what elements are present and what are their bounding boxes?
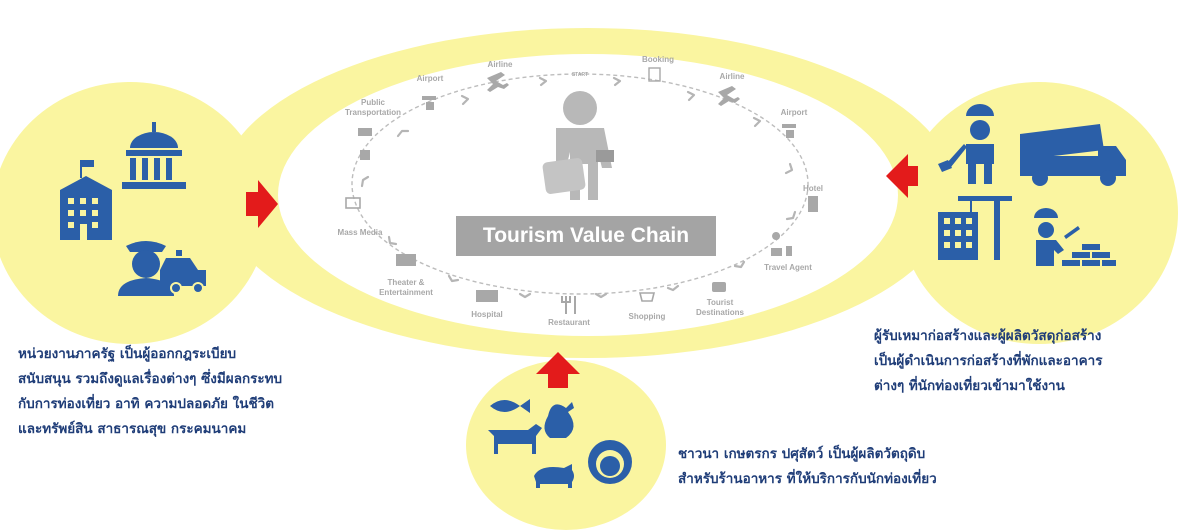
- chicken-icon: [544, 402, 574, 438]
- construction-worker-icon: [938, 104, 994, 184]
- stage-label-airline-top: Airline: [487, 60, 513, 69]
- stage-label-booking: Booking: [642, 55, 674, 64]
- government-caption: หน่วยงานภาครัฐ เป็นผู้ออกกฎระเบียบ สนับส…: [18, 346, 283, 437]
- hotel-icon: [808, 196, 818, 212]
- capitol-building-icon: [122, 122, 186, 189]
- agriculture-caption: ชาวนา เกษตรกร ปศุสัตว์ เป็นผู้ผลิตวัตถุด…: [678, 446, 937, 487]
- construction-icons: [938, 104, 1126, 266]
- start-label: START: [571, 72, 589, 78]
- loop-chevron: [360, 175, 370, 188]
- agriculture-icons: [488, 399, 632, 488]
- loop-chevron: [686, 90, 696, 102]
- stage-label-public-transport: Public Transportation: [344, 98, 401, 117]
- fish-icon: [490, 399, 530, 413]
- loop-chevron: [594, 292, 608, 299]
- stage-label-mass-media: Mass Media: [337, 228, 383, 237]
- loop-chevron: [396, 129, 410, 138]
- theater-icon: [396, 254, 416, 266]
- loop-chevron: [666, 284, 680, 292]
- loop-chevron: [733, 260, 746, 269]
- turkey-icon: [588, 440, 632, 484]
- police-officer-icon: [118, 241, 174, 296]
- stage-label-airline-right: Airline: [719, 72, 745, 81]
- diagram-title: Tourism Value Chain: [456, 216, 716, 256]
- airport-icon: [782, 124, 796, 138]
- stage-label-restaurant: Restaurant: [548, 318, 590, 327]
- plane-icon: [487, 72, 509, 92]
- stage-label-hotel: Hotel: [803, 184, 823, 193]
- agriculture-arrow: [536, 352, 580, 388]
- loop-chevron: [460, 94, 470, 106]
- tv-icon: [345, 197, 361, 209]
- taxi-bus-icon: [358, 128, 372, 160]
- loop-chevron: [784, 162, 794, 175]
- building-crane-icon: [938, 196, 1012, 260]
- government-icons: [60, 122, 206, 296]
- loop-chevron: [612, 76, 622, 87]
- hospital-icon: [476, 290, 498, 302]
- agriculture-blob: [466, 360, 666, 530]
- pig-icon: [534, 464, 574, 488]
- office-building-icon: [60, 160, 112, 240]
- shopping-cart-icon: [638, 292, 656, 302]
- value-chain-loop: [351, 73, 809, 295]
- construction-arrow: [886, 154, 918, 198]
- loop-chevron: [447, 274, 460, 283]
- travel-agent-icon: [771, 232, 792, 256]
- loop-chevron: [518, 292, 532, 299]
- stage-label-tourist-destinations: Tourist Destinations: [695, 298, 744, 317]
- loop-chevron: [785, 210, 797, 221]
- government-arrow: [246, 180, 278, 228]
- loop-chevron: [752, 116, 762, 128]
- loop-chevron: [387, 235, 398, 246]
- diagram-graphics: [60, 67, 1126, 488]
- stage-label-airport-left: Airport: [416, 74, 444, 83]
- stage-label-shopping: Shopping: [628, 312, 666, 321]
- construction-caption: ผู้รับเหมาก่อสร้างและผู้ผลิตวัสดุก่อสร้า…: [874, 328, 1103, 394]
- stage-label-airport-right: Airport: [780, 108, 808, 117]
- plane-icon: [718, 86, 740, 106]
- cutlery-icon: [561, 296, 576, 314]
- stage-label-theater: Theater & Entertainment: [379, 278, 433, 297]
- police-car-icon: [160, 250, 206, 294]
- airport-icon: [422, 96, 436, 110]
- loop-chevron: [538, 76, 548, 87]
- camera-icon: [712, 282, 726, 292]
- stage-label-hospital: Hospital: [471, 310, 503, 319]
- booking-icon: [648, 67, 661, 82]
- tourist-figure-icon: [542, 91, 614, 200]
- stage-label-travel-agent: Travel Agent: [764, 263, 812, 272]
- dump-truck-icon: [1020, 124, 1126, 186]
- cow-icon: [488, 424, 542, 454]
- bricklayer-icon: [1034, 208, 1116, 266]
